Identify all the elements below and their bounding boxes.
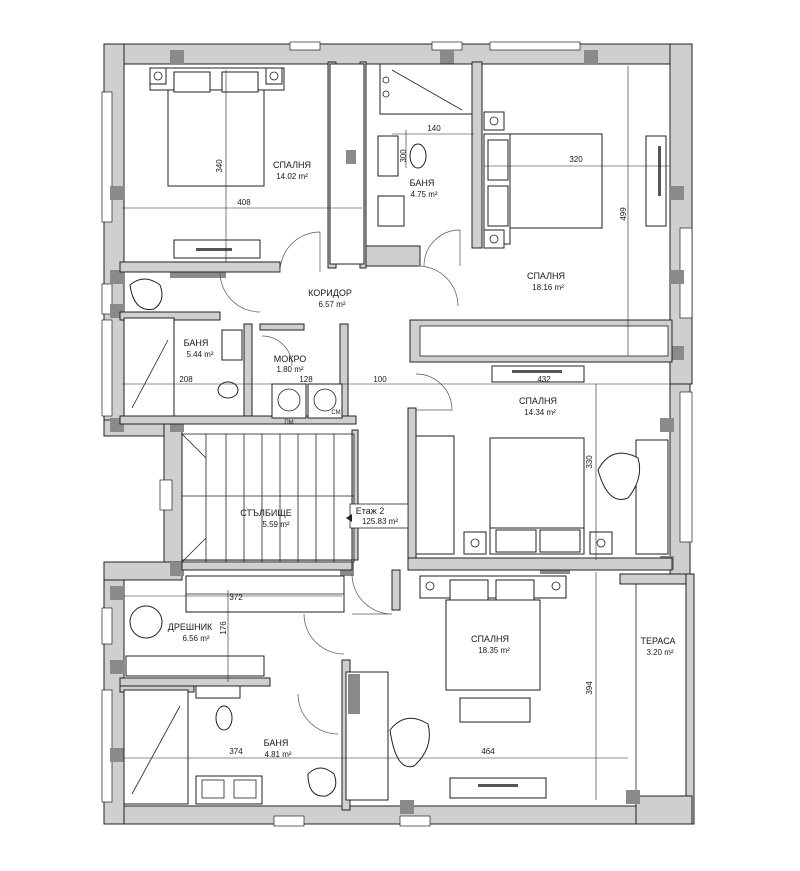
windows: [101, 41, 693, 827]
ottoman-wardrobe-room: [129, 605, 163, 639]
column-bedroom4: [348, 674, 360, 714]
dim-300: 300: [399, 149, 408, 163]
bed-bedroom2: [483, 111, 603, 249]
toilet-bath3: [215, 705, 233, 731]
floor-label-box: [349, 503, 409, 529]
shower-bath1: [379, 63, 473, 115]
tv-unit-bedroom4: [449, 777, 547, 799]
bench-bedroom4: [459, 697, 531, 723]
stool-bath3: [307, 767, 337, 797]
basin-right: [233, 779, 257, 799]
dryer-label: СМ: [331, 410, 340, 416]
tv-bedroom1: [196, 248, 232, 251]
doors: [219, 229, 461, 735]
room-name-bedroom2: СПАЛНЯ: [527, 271, 565, 281]
staircase: [181, 433, 355, 563]
dim-330: 330: [585, 455, 594, 469]
tv-bedroom3: [512, 370, 562, 373]
interior-walls: [119, 61, 673, 811]
room-area-wet: 1.80 m²: [276, 365, 303, 374]
room-name-bedroom1: СПАЛНЯ: [273, 160, 311, 170]
dresser-bedroom3: [635, 439, 669, 555]
stool-bath2: [129, 278, 163, 310]
armchair-bedroom3: [597, 452, 641, 500]
tv-bedroom4: [478, 784, 518, 787]
bed-bedroom4: [419, 575, 567, 691]
towel-rail-bath3: [195, 685, 241, 699]
washer: [271, 383, 307, 419]
toilet-bath1: [409, 143, 427, 169]
bed-bedroom1: [149, 67, 285, 187]
washer-label: ПМ: [284, 420, 293, 426]
floor-area: 125.83 m²: [362, 517, 398, 526]
dimension-lines: [122, 66, 670, 800]
room-area-bedroom3: 14.34 m²: [524, 408, 556, 417]
dim-320: 320: [569, 155, 583, 164]
room-area-bath2: 5.44 m²: [186, 350, 213, 359]
floor-name: Етаж 2: [356, 506, 385, 516]
tv-bedroom2: [658, 146, 661, 196]
toilet-bath2: [217, 381, 239, 399]
room-area-bath3: 4.81 m²: [264, 750, 291, 759]
room-name-bath1: БАНЯ: [410, 178, 435, 188]
dim-408: 408: [237, 198, 251, 207]
dryer: [307, 383, 343, 419]
room-name-stairs: СТЪЛБИЩЕ: [240, 508, 292, 518]
dim-432: 432: [537, 375, 551, 384]
room-area-terrace: 3.20 m²: [646, 648, 673, 657]
room-area-bath1: 4.75 m²: [410, 190, 437, 199]
dim-100: 100: [373, 375, 387, 384]
dim-340: 340: [215, 159, 224, 173]
bed-bedroom3: [463, 437, 613, 555]
room-name-corridor: КОРИДОР: [308, 288, 352, 298]
room-area-bedroom4: 18.35 m²: [478, 646, 510, 655]
dim-372: 372: [229, 593, 243, 602]
dim-208: 208: [179, 375, 193, 384]
room-area-corridor: 6.57 m²: [318, 300, 345, 309]
bathtub-bath2: [123, 317, 175, 417]
room-name-bedroom3: СПАЛНЯ: [519, 396, 557, 406]
dim-374: 374: [229, 747, 243, 756]
room-name-wardrobe: ДРЕШНИК: [168, 622, 213, 632]
chair-bedroom4: [389, 717, 430, 768]
room-name-bath3: БАНЯ: [264, 738, 289, 748]
room-area-stairs: 5.59 m²: [262, 520, 289, 529]
sink-bath1: [377, 135, 399, 177]
floor-marker-icon: [346, 514, 352, 522]
room-area-wardrobe: 6.56 m²: [182, 634, 209, 643]
dim-394: 394: [585, 681, 594, 695]
room-name-terrace: ТЕРАСА: [640, 636, 675, 646]
dim-464: 464: [481, 747, 495, 756]
dim-128: 128: [299, 375, 313, 384]
room-area-bedroom2: 18.16 m²: [532, 283, 564, 292]
room-area-bedroom1: 14.02 m²: [276, 172, 308, 181]
room-name-bedroom4: СПАЛНЯ: [471, 634, 509, 644]
column-corridor: [346, 150, 356, 164]
room-name-bath2: БАНЯ: [184, 338, 209, 348]
dim-499: 499: [619, 207, 628, 221]
wardrobe-bedroom3: [415, 435, 455, 555]
sink-bath2: [221, 329, 243, 361]
tv-unit-bedroom2: [645, 135, 667, 227]
bathtub-bath3: [123, 689, 189, 805]
dim-140: 140: [427, 124, 441, 133]
washbasin-bath1: [377, 195, 405, 227]
vanity-bath3: [195, 775, 263, 805]
dim-176: 176: [219, 621, 228, 635]
room-name-wet: МОКРО: [274, 354, 307, 364]
shelf-wardrobe-room: [125, 655, 265, 677]
basin-left: [201, 779, 225, 799]
